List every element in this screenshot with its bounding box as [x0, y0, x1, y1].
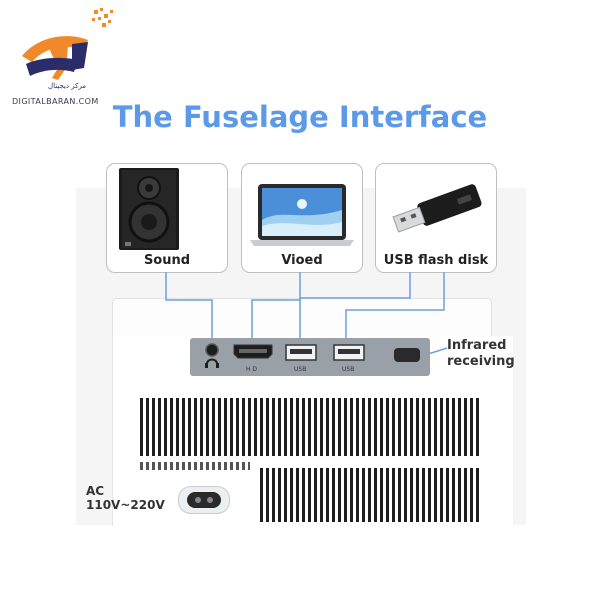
card-usb: USB flash disk [375, 163, 497, 273]
usb-flash-drive-icon [392, 184, 482, 233]
port-panel: H D USB USB [190, 338, 430, 376]
vent-grille-small [140, 462, 250, 470]
logo-caption: DIGITALBARAN.COM [12, 97, 99, 106]
speaker-icon [119, 168, 179, 250]
ac-label: AC 110V~220V [86, 484, 165, 512]
card-video: Vioed [241, 163, 363, 273]
usb-port-1-caption: USB [294, 366, 307, 373]
ac-label-line1: AC [86, 484, 105, 498]
vent-grille-lower [260, 468, 479, 522]
card-label-sound: Sound [143, 253, 191, 268]
ports-graphic [205, 343, 365, 368]
ac-power-socket [178, 486, 230, 514]
digitalbaran-logo: مرکز دیجیتال [22, 8, 113, 90]
infrared-window [394, 348, 420, 362]
infrared-label-line2: receiving [447, 354, 515, 369]
card-label-video: Vioed [281, 253, 323, 268]
usb-port-2-caption: USB [342, 366, 355, 373]
laptop-icon [250, 184, 354, 246]
svg-text:مرکز دیجیتال: مرکز دیجیتال [48, 82, 86, 90]
ac-label-line2: 110V~220V [86, 498, 165, 512]
page-title: The Fuselage Interface [112, 100, 488, 134]
power-plug-icon [187, 492, 221, 508]
card-sound: Sound [106, 163, 228, 273]
vent-grille-upper [140, 398, 479, 456]
infrared-label-line1: Infrared [447, 338, 507, 353]
card-label-usb: USB flash disk [383, 253, 489, 268]
hdmi-port-caption: H D [246, 366, 258, 373]
projector-top [112, 298, 492, 339]
infrared-label: Infrared receiving [447, 338, 515, 370]
